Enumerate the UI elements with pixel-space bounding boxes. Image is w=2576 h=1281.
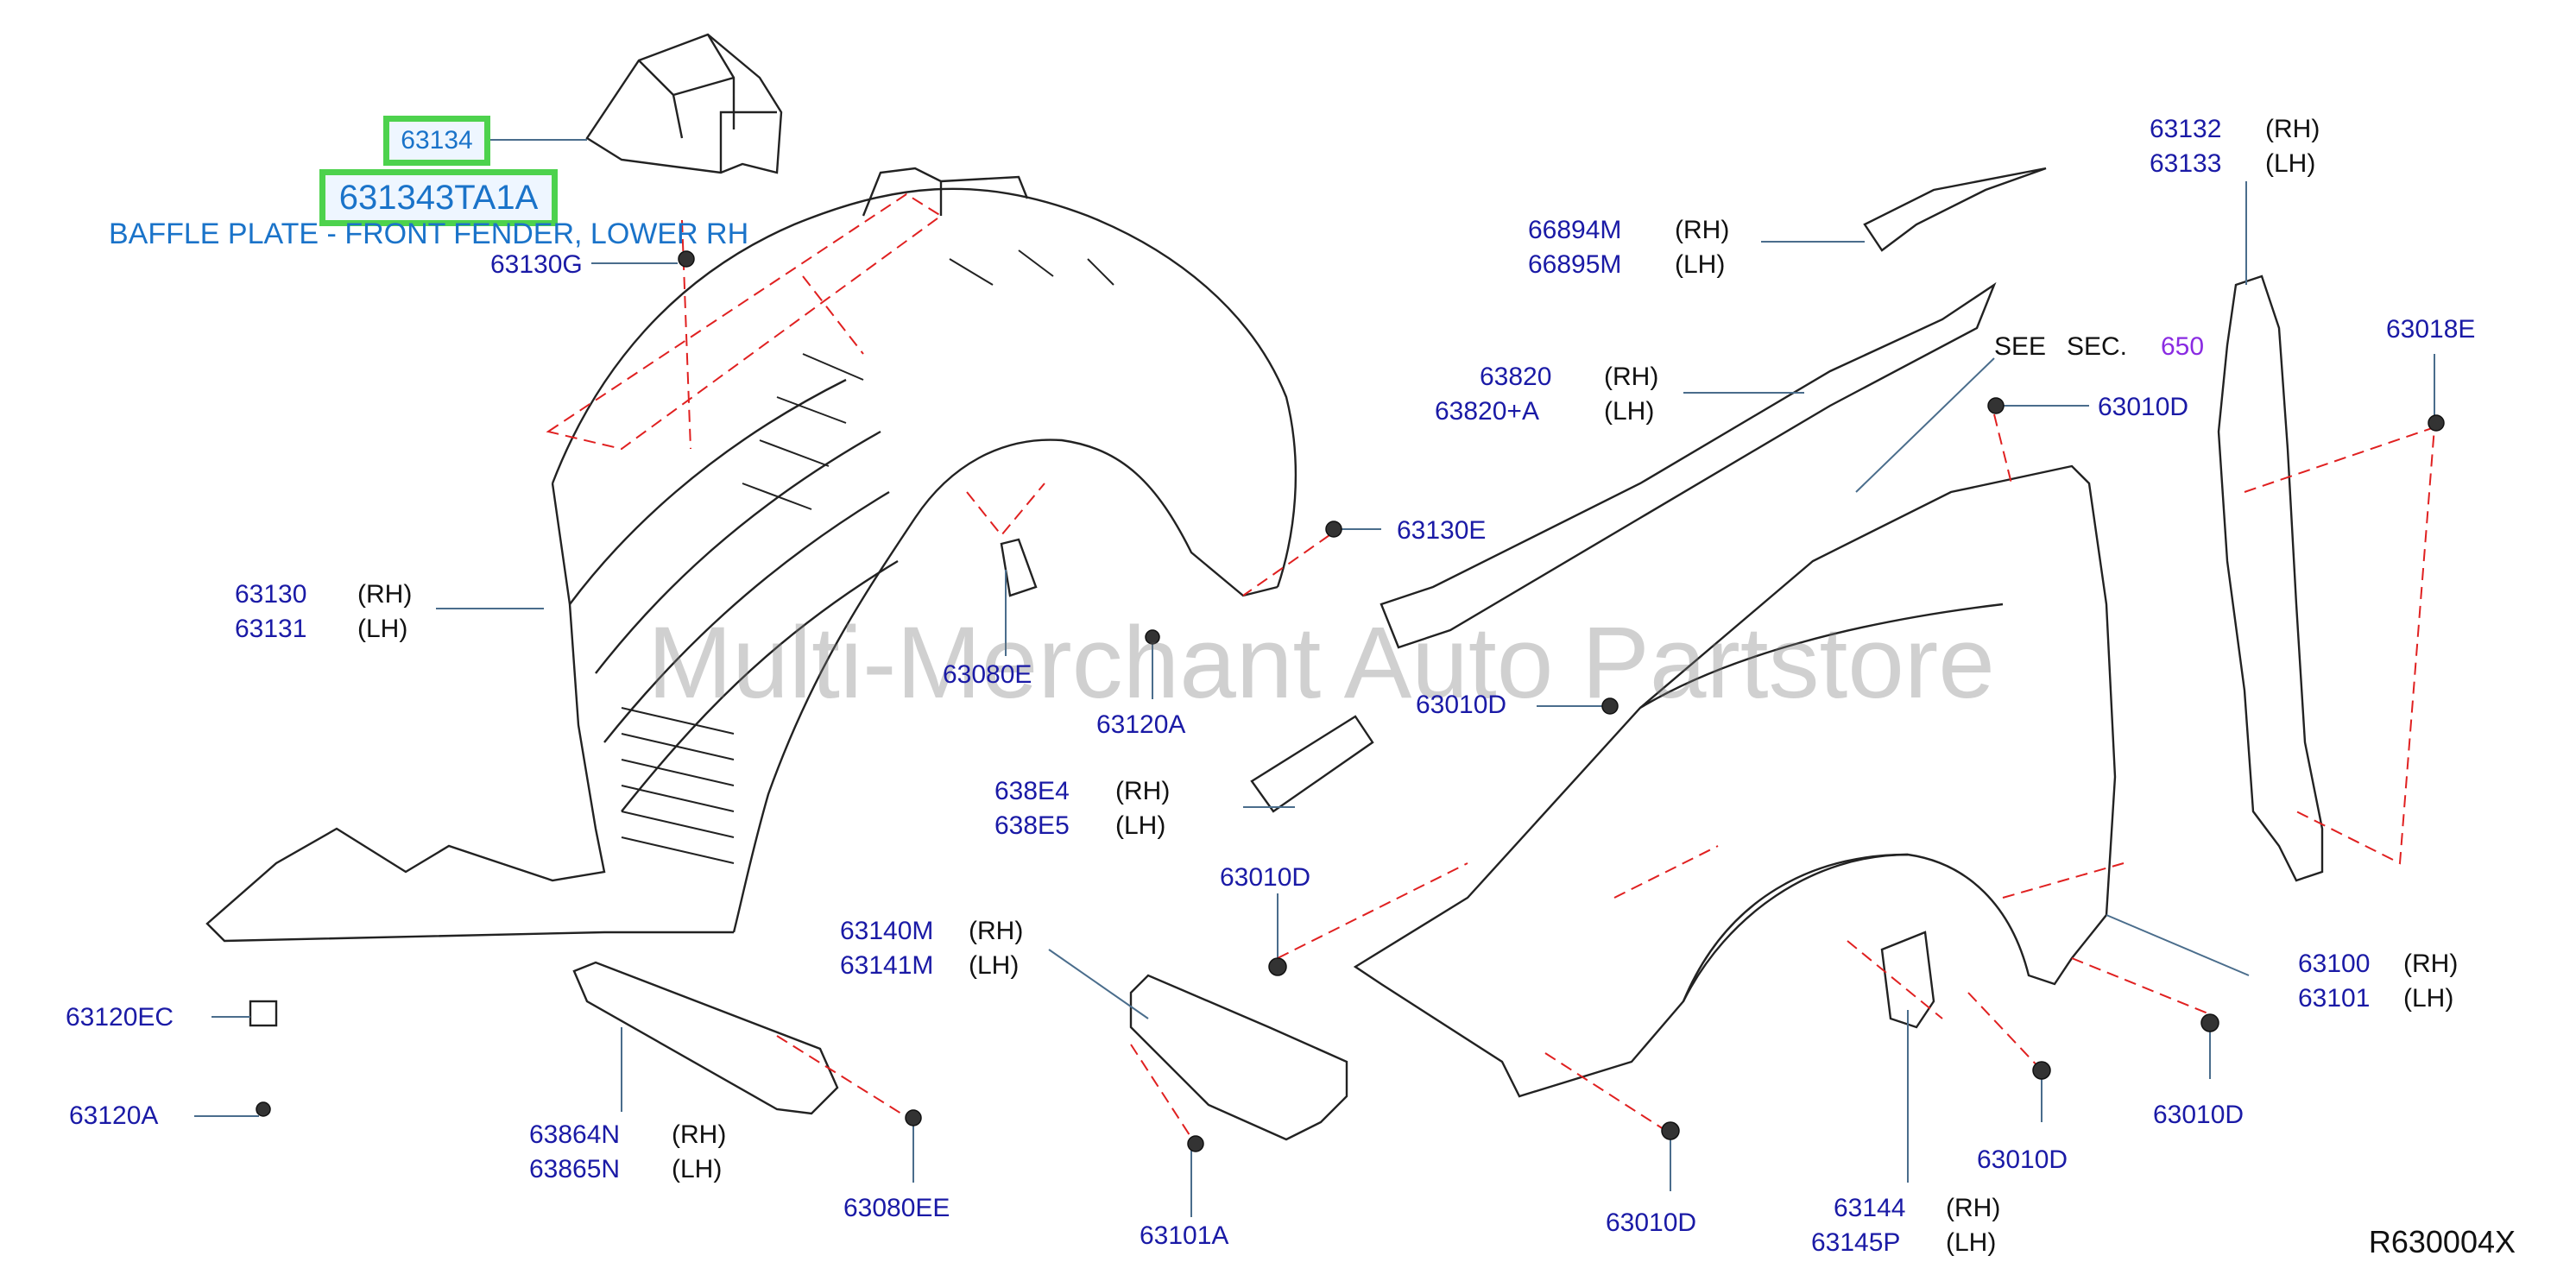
label-63132[interactable]: 63132: [2150, 115, 2222, 143]
label-63144[interactable]: 63144: [1834, 1194, 1906, 1222]
bolt-63010d-left: [1268, 957, 1287, 976]
label-63120a-low[interactable]: 63120A: [69, 1101, 159, 1130]
label-63010d-left[interactable]: 63010D: [1220, 863, 1311, 892]
fender-panel-shape: [1353, 464, 2117, 1098]
bracket-66894m-shape: [1863, 167, 2047, 252]
side-63131: (LH): [357, 615, 408, 643]
watermark: Multi-Merchant Auto Partstore: [647, 606, 1995, 720]
label-63131[interactable]: 63131: [235, 615, 307, 643]
label-63130e[interactable]: 63130E: [1397, 516, 1487, 545]
see-label: SEE: [1994, 332, 2047, 361]
bolt-63010d-top: [1987, 397, 2005, 414]
fasteners: [256, 250, 2445, 1152]
lower-trim-shape: [572, 961, 839, 1115]
section-650-link[interactable]: 650: [2161, 332, 2205, 361]
side-66894m: (RH): [1675, 216, 1730, 244]
label-63010d-b2[interactable]: 63010D: [1977, 1145, 2068, 1174]
reinforcement-shape: [1380, 281, 1997, 649]
label-63120a-mid[interactable]: 63120A: [1096, 710, 1186, 739]
bolt-63010d-b3: [2200, 1013, 2219, 1032]
label-63145p[interactable]: 63145P: [1811, 1228, 1901, 1257]
splash-guard-shape: [2217, 274, 2324, 882]
part-description: BAFFLE PLATE - FRONT FENDER, LOWER RH: [109, 218, 749, 250]
side-63132: (RH): [2265, 115, 2320, 143]
bracket-63144-shape: [1880, 931, 1935, 1029]
sec-label: SEC.: [2067, 332, 2128, 361]
side-63101: (LH): [2403, 984, 2454, 1013]
bolt-63080ee: [905, 1109, 922, 1126]
side-63141m: (LH): [969, 951, 1020, 980]
diagram-reference: R630004X: [2368, 1224, 2516, 1259]
baffle-plate-shape: [585, 33, 783, 174]
label-66895m[interactable]: 66895M: [1528, 250, 1622, 279]
label-63100[interactable]: 63100: [2298, 950, 2371, 978]
label-63010d-top[interactable]: 63010D: [2098, 393, 2189, 421]
label-63101a[interactable]: 63101A: [1140, 1221, 1229, 1250]
fender-liner-shape: [205, 167, 1297, 943]
label-63080e[interactable]: 63080E: [943, 660, 1032, 689]
side-638e4: (RH): [1115, 777, 1171, 805]
label-63010d-b3[interactable]: 63010D: [2153, 1101, 2245, 1129]
full-part-number: 631343TA1A: [338, 179, 539, 217]
highlight-part-63134[interactable]: 63134: [383, 116, 490, 166]
clip-63080e-shape: [1000, 538, 1038, 597]
side-63140m: (RH): [969, 917, 1024, 945]
side-63864n: (RH): [672, 1120, 727, 1149]
label-638e5[interactable]: 638E5: [994, 811, 1070, 840]
bolt-63010d-mid: [1601, 697, 1619, 715]
label-63820[interactable]: 63820: [1480, 363, 1552, 391]
highlight-part-631343ta1a[interactable]: 631343TA1A: [319, 169, 558, 226]
side-63100: (RH): [2403, 950, 2459, 978]
label-63101[interactable]: 63101: [2298, 984, 2371, 1013]
mudguard-63140m-shape: [1129, 974, 1348, 1141]
label-63864n[interactable]: 63864N: [529, 1120, 621, 1149]
bolt-63130g: [678, 250, 695, 268]
part-number-63134: 63134: [401, 126, 473, 155]
label-63120ec[interactable]: 63120EC: [66, 1003, 174, 1032]
side-63130: (RH): [357, 580, 413, 609]
side-63820a: (LH): [1604, 397, 1655, 426]
side-63145p: (LH): [1946, 1228, 1997, 1257]
side-66895m: (LH): [1675, 250, 1726, 279]
leader-lines: [194, 139, 2435, 1217]
label-63130[interactable]: 63130: [235, 580, 307, 609]
label-63140m[interactable]: 63140M: [840, 917, 934, 945]
side-638e5: (LH): [1115, 811, 1166, 840]
label-638e4[interactable]: 638E4: [994, 777, 1070, 805]
label-63133[interactable]: 63133: [2150, 149, 2222, 178]
label-63010d-bot[interactable]: 63010D: [1606, 1208, 1697, 1237]
label-63018e[interactable]: 63018E: [2386, 315, 2476, 344]
bolt-63120a: [1145, 629, 1160, 645]
bolt-63130e: [1325, 521, 1342, 538]
bolt-63010d-b2: [2032, 1061, 2051, 1080]
strip-638e4-shape: [1250, 715, 1374, 813]
label-63820a[interactable]: 63820+A: [1435, 397, 1539, 426]
label-63010d-mid[interactable]: 63010D: [1416, 691, 1507, 719]
assembly-dashes: [546, 192, 2436, 1139]
side-63820: (RH): [1604, 363, 1659, 391]
label-63130g[interactable]: 63130G: [490, 250, 583, 279]
clip-63120ec-shape: [249, 1000, 278, 1027]
label-63865n[interactable]: 63865N: [529, 1155, 621, 1183]
bolt-63101a: [1187, 1135, 1204, 1152]
side-63133: (LH): [2265, 149, 2316, 178]
label-66894m[interactable]: 66894M: [1528, 216, 1622, 244]
label-63141m[interactable]: 63141M: [840, 951, 934, 980]
side-63865n: (LH): [672, 1155, 723, 1183]
bolt-63018e: [2428, 414, 2445, 432]
side-63144: (RH): [1946, 1194, 2001, 1222]
bolt-63010d-bot: [1661, 1121, 1680, 1140]
label-63080ee[interactable]: 63080EE: [843, 1194, 950, 1222]
bolt-63120a-low: [256, 1101, 271, 1117]
